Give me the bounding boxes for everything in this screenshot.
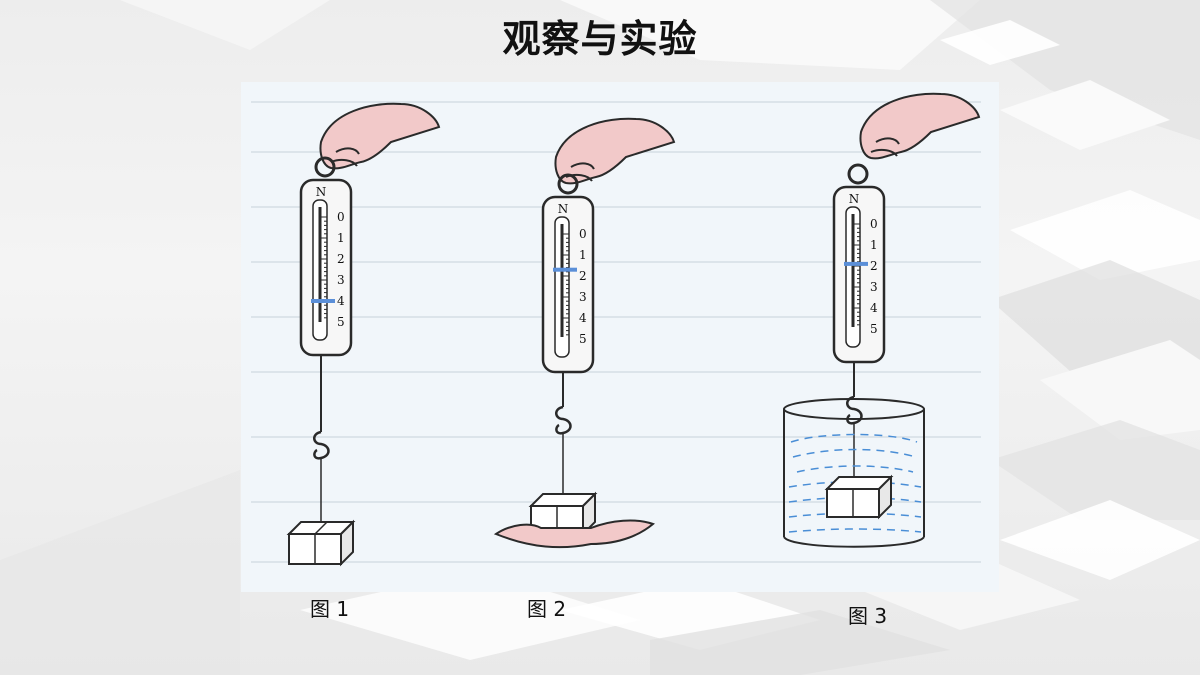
hand-icon — [554, 117, 676, 185]
scale-tick-label: 4 — [337, 294, 345, 308]
scale-tick-label: 3 — [870, 280, 878, 294]
experiment-illustration: 0 1 2 3 4 5 N 0 1 2 3 4 5 — [241, 82, 999, 592]
figure-1-caption: 图 1 — [310, 597, 350, 621]
scale-tick-label: 5 — [337, 315, 345, 329]
unit-label: N — [849, 192, 860, 206]
palm-icon — [493, 519, 655, 549]
scale-tick-label: 1 — [579, 248, 587, 262]
scale-tick-label: 4 — [870, 301, 878, 315]
scale-tick-label: 0 — [579, 227, 587, 241]
scale-tick-label: 0 — [337, 210, 345, 224]
water-waves — [788, 433, 922, 533]
scale-tick-label: 2 — [337, 252, 345, 266]
cube-block — [824, 474, 894, 520]
scale-tick-label: 4 — [579, 311, 587, 325]
figure-2-caption: 图 2 — [527, 597, 567, 621]
scale-reading-indicator — [553, 267, 577, 272]
figure-2-scale-hand-support: 0 1 2 3 4 5 N — [493, 117, 676, 549]
scale-tick-label: 2 — [579, 269, 587, 283]
scale-reading-indicator — [844, 261, 868, 266]
scale-tick-label: 0 — [870, 217, 878, 231]
scale-tick-label: 2 — [870, 259, 878, 273]
unit-label: N — [316, 185, 327, 199]
scale-tick-label: 5 — [579, 332, 587, 346]
cube-block — [286, 519, 356, 567]
unit-label: N — [558, 202, 569, 216]
hand-icon — [859, 92, 981, 160]
scale-tick-label: 3 — [579, 290, 587, 304]
scale-tick-label: 3 — [337, 273, 345, 287]
scale-reading-indicator — [311, 299, 335, 303]
scale-tick-label: 5 — [870, 322, 878, 336]
figure-3-scale-in-water: 0 1 2 3 4 5 N — [783, 92, 981, 548]
slide-title: 观察与实验 — [502, 17, 698, 61]
spring-scale-figures: 0 1 2 3 4 5 N 0 1 2 3 4 5 — [251, 92, 981, 567]
scale-tick-label: 1 — [870, 238, 878, 252]
scale-tick-label: 1 — [337, 231, 345, 245]
hand-icon — [319, 102, 441, 170]
figure-1-scale-hanging: 0 1 2 3 4 5 N — [286, 102, 441, 567]
figure-3-caption: 图 3 — [848, 604, 888, 628]
beaker-icon — [783, 398, 925, 548]
